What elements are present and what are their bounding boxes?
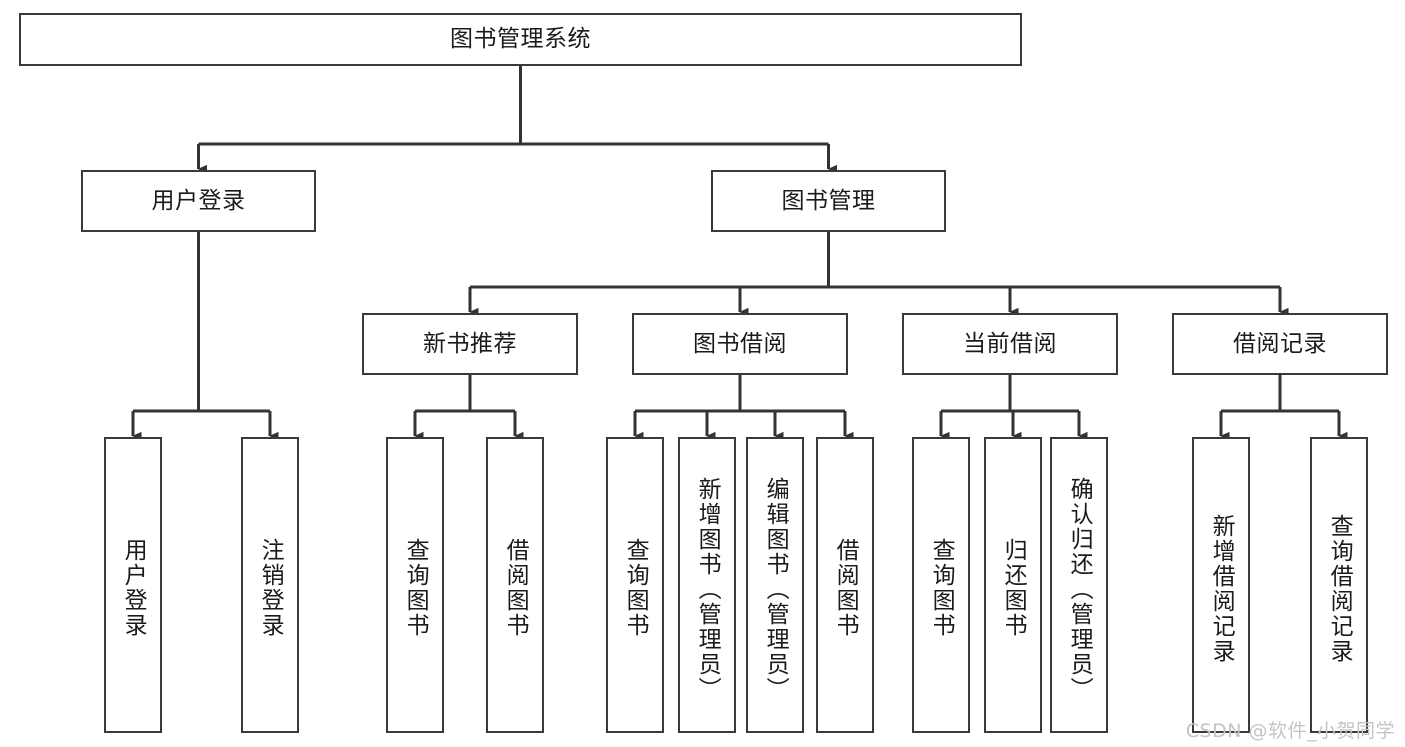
node-l13[interactable]: 查询借阅记录 [1310,437,1368,733]
node-l8[interactable]: 借阅图书 [816,437,874,733]
node-label: 编辑图书（管理员） [762,476,789,702]
node-current[interactable]: 当前借阅 [902,313,1118,375]
node-root[interactable]: 图书管理系统 [19,13,1022,66]
node-label: 借阅图书 [502,538,529,638]
node-l6[interactable]: 新增图书（管理员） [678,437,736,733]
node-label: 归还图书 [1000,538,1027,638]
node-login[interactable]: 用户登录 [81,170,316,232]
node-label: 借阅图书 [832,538,859,638]
node-label: 当前借阅 [963,330,1057,357]
node-label: 确认归还（管理员） [1066,476,1093,702]
node-label: 图书借阅 [693,330,787,357]
node-newbook[interactable]: 新书推荐 [362,313,578,375]
node-borrow[interactable]: 图书借阅 [632,313,848,375]
node-record[interactable]: 借阅记录 [1172,313,1388,375]
node-l7[interactable]: 编辑图书（管理员） [746,437,804,733]
csdn-watermark: CSDN @软件_小贺同学 [1185,720,1395,742]
node-label: 图书管理 [781,187,876,214]
node-label: 查询借阅记录 [1326,514,1353,664]
node-label: 查询图书 [622,538,649,638]
node-label: 用户登录 [120,538,147,638]
node-label: 查询图书 [928,538,955,638]
node-label: 用户登录 [151,187,246,214]
node-label: 借阅记录 [1233,330,1327,357]
node-label: 查询图书 [402,538,429,638]
node-l5[interactable]: 查询图书 [606,437,664,733]
node-label: 新增图书（管理员） [694,476,721,702]
node-bookmgmt[interactable]: 图书管理 [711,170,946,232]
node-l12[interactable]: 新增借阅记录 [1192,437,1250,733]
node-l4[interactable]: 借阅图书 [486,437,544,733]
node-l9[interactable]: 查询图书 [912,437,970,733]
node-label: 新增借阅记录 [1208,514,1235,664]
node-l3[interactable]: 查询图书 [386,437,444,733]
node-l11[interactable]: 确认归还（管理员） [1050,437,1108,733]
node-label: 注销登录 [257,538,284,638]
node-l10[interactable]: 归还图书 [984,437,1042,733]
node-label: 新书推荐 [423,330,517,357]
node-l1[interactable]: 用户登录 [104,437,162,733]
node-l2[interactable]: 注销登录 [241,437,299,733]
node-label: 图书管理系统 [450,26,591,53]
